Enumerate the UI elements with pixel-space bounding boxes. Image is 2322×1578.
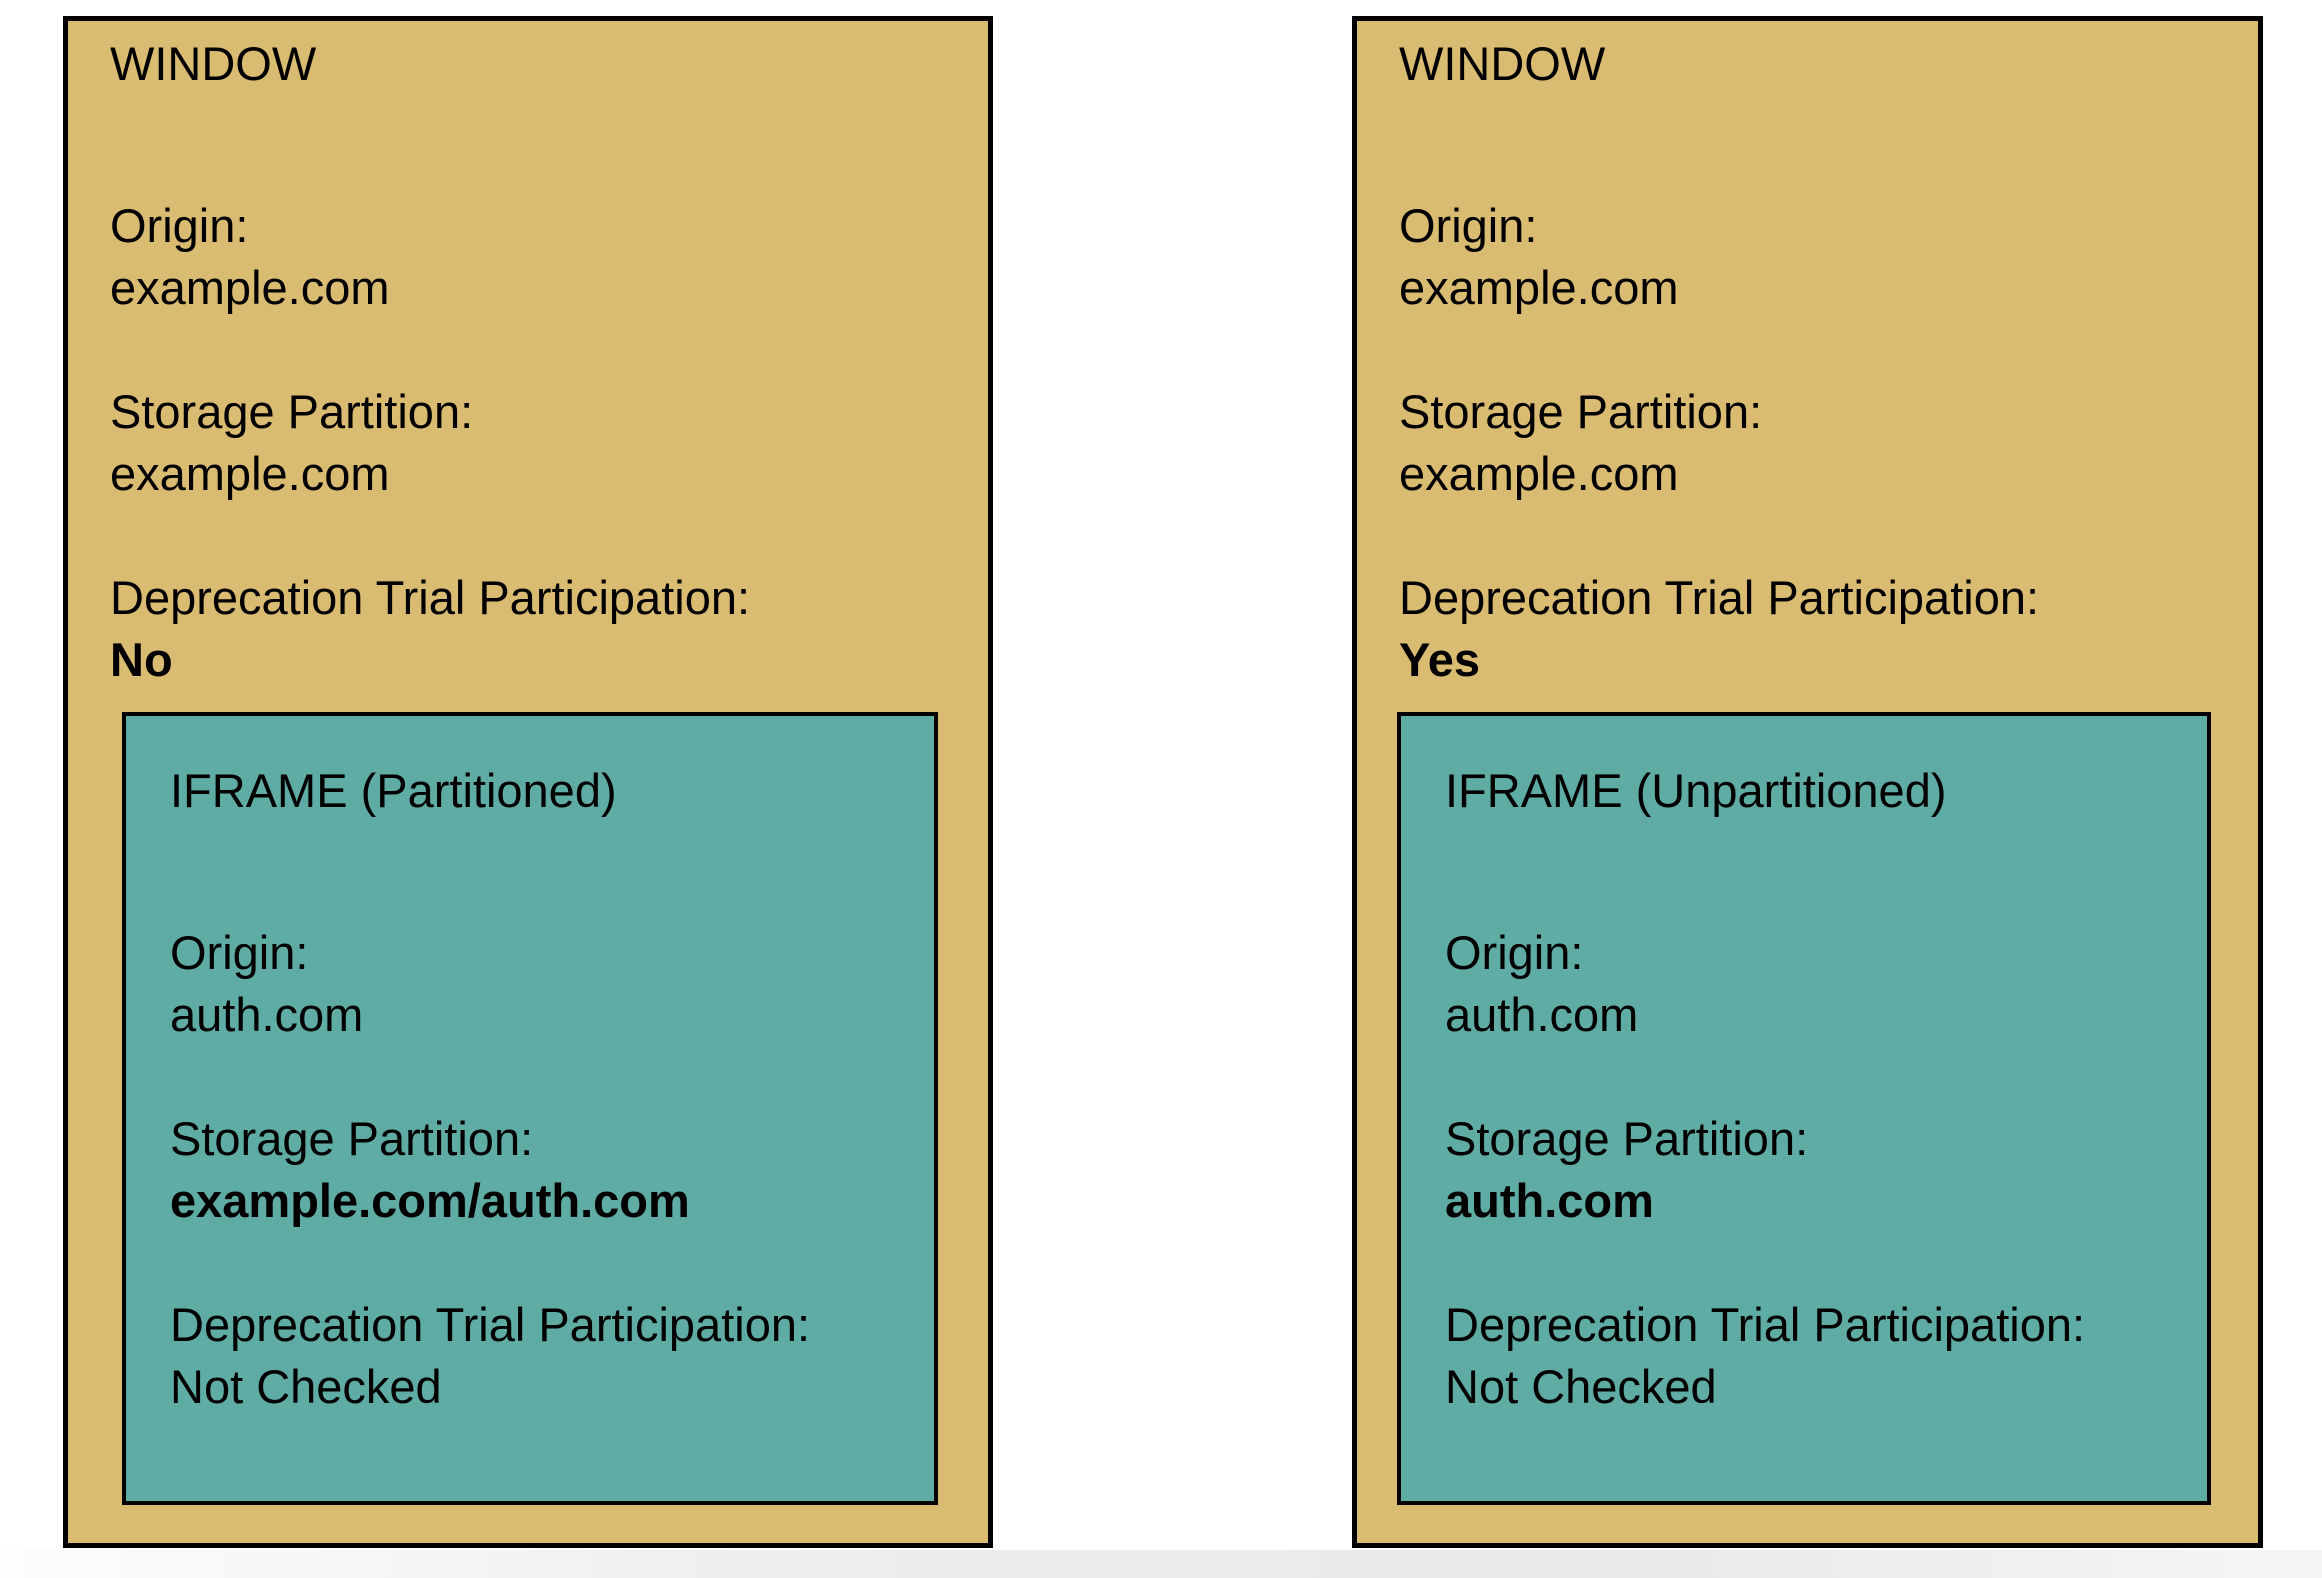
window-right-text: WINDOW Origin: example.com Storage Parti…	[1357, 21, 2258, 691]
iframe-title: IFRAME (Unpartitioned)	[1445, 764, 1947, 817]
origin-label: Origin:	[1445, 926, 1584, 979]
storage-partition-group: Storage Partition: example.com	[110, 381, 946, 505]
deprecation-trial-value: Yes	[1399, 633, 1481, 686]
origin-group: Origin: auth.com	[170, 922, 906, 1046]
origin-value: example.com	[1399, 261, 1679, 314]
storage-partition-label: Storage Partition:	[1445, 1112, 1809, 1165]
window-box-right: WINDOW Origin: example.com Storage Parti…	[1352, 16, 2263, 1548]
deprecation-trial-value: No	[110, 633, 173, 686]
deprecation-trial-label: Deprecation Trial Participation:	[1399, 571, 2040, 624]
origin-value: auth.com	[170, 988, 364, 1041]
deprecation-trial-label: Deprecation Trial Participation:	[170, 1298, 811, 1351]
origin-group: Origin: example.com	[1399, 195, 2216, 319]
origin-group: Origin: example.com	[110, 195, 946, 319]
storage-partition-value: example.com	[1399, 447, 1679, 500]
storage-partition-value: example.com	[110, 447, 390, 500]
origin-label: Origin:	[110, 199, 249, 252]
window-title: WINDOW	[1399, 37, 1606, 90]
storage-partition-label: Storage Partition:	[1399, 385, 1763, 438]
deprecation-trial-label: Deprecation Trial Participation:	[1445, 1298, 2086, 1351]
iframe-box-unpartitioned: IFRAME (Unpartitioned) Origin: auth.com …	[1397, 712, 2211, 1505]
storage-partition-group: Storage Partition: auth.com	[1445, 1108, 2179, 1232]
iframe-left-text: IFRAME (Partitioned) Origin: auth.com St…	[126, 716, 934, 1418]
deprecation-trial-label: Deprecation Trial Participation:	[110, 571, 751, 624]
deprecation-trial-group: Deprecation Trial Participation: Not Che…	[170, 1294, 906, 1418]
origin-label: Origin:	[170, 926, 309, 979]
deprecation-trial-group: Deprecation Trial Participation: Not Che…	[1445, 1294, 2179, 1418]
window-left-text: WINDOW Origin: example.com Storage Parti…	[68, 21, 988, 691]
origin-group: Origin: auth.com	[1445, 922, 2179, 1046]
origin-value: example.com	[110, 261, 390, 314]
origin-value: auth.com	[1445, 988, 1639, 1041]
deprecation-trial-group: Deprecation Trial Participation: No	[110, 567, 946, 691]
storage-partition-value: example.com/auth.com	[170, 1174, 690, 1227]
deprecation-trial-value: Not Checked	[170, 1360, 442, 1413]
window-title: WINDOW	[110, 37, 317, 90]
storage-partition-value: auth.com	[1445, 1174, 1654, 1227]
iframe-right-text: IFRAME (Unpartitioned) Origin: auth.com …	[1401, 716, 2207, 1418]
deprecation-trial-value: Not Checked	[1445, 1360, 1717, 1413]
deprecation-trial-group: Deprecation Trial Participation: Yes	[1399, 567, 2216, 691]
storage-partition-group: Storage Partition: example.com/auth.com	[170, 1108, 906, 1232]
window-box-left: WINDOW Origin: example.com Storage Parti…	[63, 16, 993, 1548]
storage-partition-label: Storage Partition:	[170, 1112, 534, 1165]
iframe-box-partitioned: IFRAME (Partitioned) Origin: auth.com St…	[122, 712, 938, 1505]
storage-partition-group: Storage Partition: example.com	[1399, 381, 2216, 505]
iframe-title: IFRAME (Partitioned)	[170, 764, 617, 817]
storage-partition-label: Storage Partition:	[110, 385, 474, 438]
page-bottom-shadow	[0, 1550, 2322, 1578]
origin-label: Origin:	[1399, 199, 1538, 252]
